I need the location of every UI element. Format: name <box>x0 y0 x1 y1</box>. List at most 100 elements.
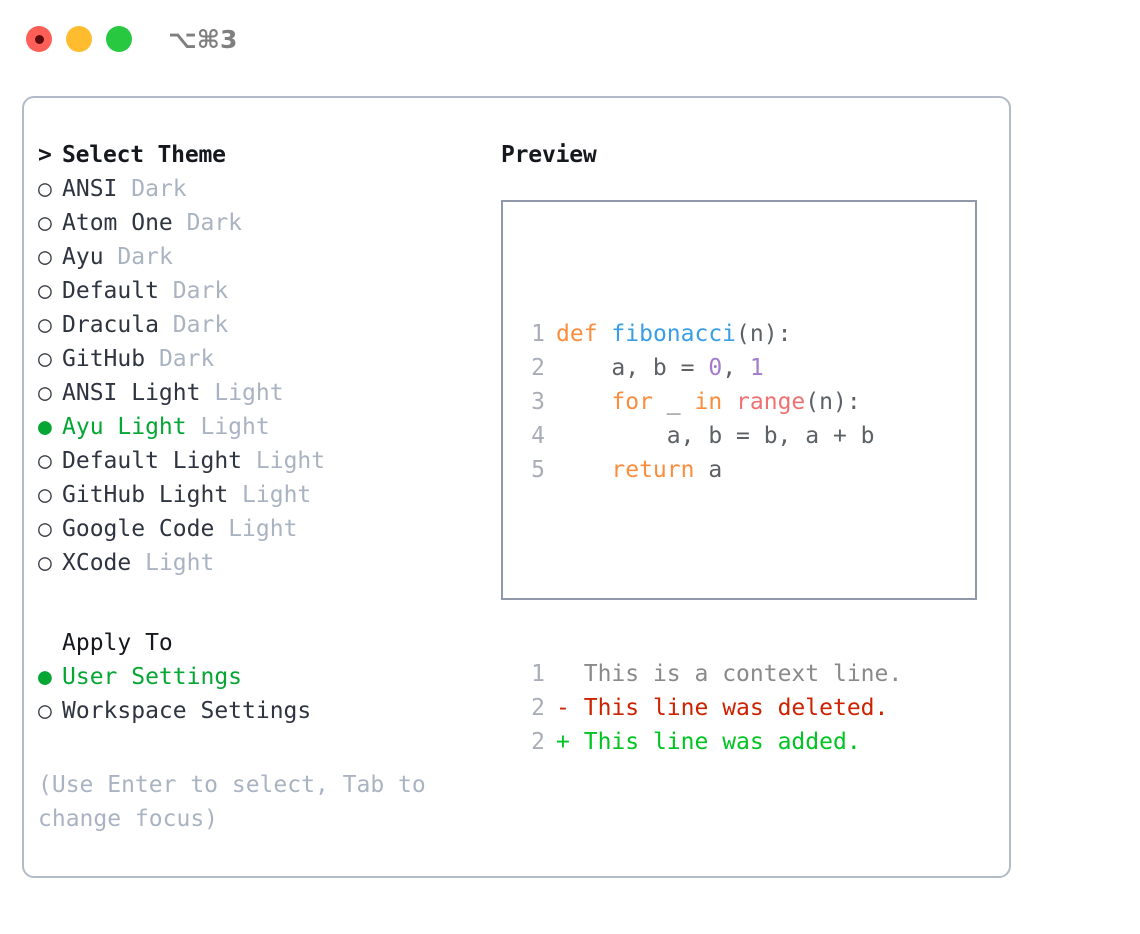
theme-variant-badge: Light <box>200 414 270 440</box>
theme-list-item[interactable]: ○ANSI Light Light <box>38 380 508 414</box>
spacer <box>145 346 159 372</box>
preview-heading: Preview <box>501 142 597 168</box>
theme-list-item[interactable]: ○GitHub Dark <box>38 346 508 380</box>
theme-list-item[interactable]: ○ Google Code Light <box>38 516 508 550</box>
theme-variant-badge: Light <box>214 380 284 406</box>
select-theme-heading: > Select Theme <box>38 142 508 176</box>
code-token: (n): <box>805 389 861 415</box>
title-bar: ⌥⌘3 <box>0 0 1140 78</box>
radio-selected-icon: ● <box>38 664 52 690</box>
theme-list: ○ANSI Dark○Atom One Dark○Ayu Dark○Defaul… <box>38 176 508 584</box>
spacer <box>570 729 584 755</box>
window-controls <box>26 26 132 52</box>
code-token: 1 <box>749 355 764 381</box>
diff-text: This line was added. <box>583 729 861 755</box>
diff-line: 1 This is a context line. <box>515 657 902 691</box>
spacer <box>159 278 173 304</box>
line-number: 5 <box>531 457 545 483</box>
spacer <box>131 550 145 576</box>
radio-unselected-icon: ○ <box>38 516 52 542</box>
apply-to-heading: Apply To <box>62 630 173 656</box>
theme-list-item[interactable]: ○ANSI Dark <box>38 176 508 210</box>
theme-variant-badge: Dark <box>172 312 229 338</box>
code-line-content: for _ in range(n): <box>556 385 861 419</box>
spacer <box>200 380 214 406</box>
theme-list-item[interactable]: ○Default Dark <box>38 278 508 312</box>
code-token <box>722 389 736 415</box>
theme-list-item[interactable]: ○Dracula Dark <box>38 312 508 346</box>
code-token: _ <box>652 389 695 415</box>
code-token: for <box>611 389 653 415</box>
theme-name-label: Dracula <box>62 312 159 338</box>
close-button[interactable] <box>26 26 52 52</box>
apply-to-item[interactable]: ○Workspace Settings <box>38 698 508 732</box>
theme-name-label: Default Light <box>62 448 243 474</box>
theme-name-label: XCode <box>62 550 132 576</box>
theme-name-label: Google Code <box>62 516 215 542</box>
diff-text: This is a context line. <box>583 661 903 687</box>
spacer <box>117 176 131 202</box>
settings-panel: >Select Theme ○ANSI Dark○Atom One Dark○A… <box>22 96 1011 878</box>
apply-to-label: User Settings <box>62 664 243 690</box>
diff-line: 2 - This line was deleted. <box>515 691 902 725</box>
theme-list-item[interactable]: ○XCode Light <box>38 550 508 584</box>
theme-list-item[interactable]: ○Atom One Dark <box>38 210 508 244</box>
theme-list-item[interactable]: ○Ayu Dark <box>38 244 508 278</box>
line-number: 2 <box>531 695 545 721</box>
theme-list-item[interactable]: ○Default Light Light <box>38 448 508 482</box>
theme-variant-badge: Light <box>255 448 326 474</box>
code-token: in <box>694 389 723 415</box>
code-line-content: a, b = b, a + b <box>556 419 875 453</box>
line-number: 2 <box>531 729 545 755</box>
theme-variant-badge: Dark <box>158 346 215 372</box>
spacer <box>187 414 201 440</box>
radio-unselected-icon: ○ <box>38 210 52 236</box>
diff-line-content: + This line was added. <box>556 725 861 759</box>
theme-list-item[interactable]: ○GitHub Light Light <box>38 482 508 516</box>
apply-to-item[interactable]: ● User Settings <box>38 664 508 698</box>
maximize-button[interactable] <box>106 26 132 52</box>
code-token: (n): <box>736 321 792 347</box>
diff-sign <box>556 661 570 687</box>
line-number: 2 <box>531 355 545 381</box>
spacer <box>242 448 256 474</box>
line-number: 3 <box>531 389 545 415</box>
diff-line-content: - This line was deleted. <box>556 691 888 725</box>
recording-indicator-icon <box>34 34 44 44</box>
spacer <box>570 661 584 687</box>
radio-unselected-icon: ○ <box>38 346 52 372</box>
minimize-button[interactable] <box>66 26 92 52</box>
spacer <box>104 244 118 270</box>
apply-to-label: Workspace Settings <box>62 698 312 724</box>
theme-name-label: GitHub Light <box>62 482 229 508</box>
diff-sign: - <box>556 695 570 721</box>
code-token: 0 <box>708 355 723 381</box>
prompt-caret-icon: > <box>38 142 52 168</box>
code-line-content: def fibonacci(n): <box>556 317 791 351</box>
diff-sign: + <box>556 729 570 755</box>
theme-list-item[interactable]: ● Ayu Light Light <box>38 414 508 448</box>
theme-variant-badge: Light <box>228 516 298 542</box>
theme-name-label: ANSI Light <box>62 380 201 406</box>
radio-selected-icon: ● <box>38 414 52 440</box>
blank-line <box>515 555 902 589</box>
theme-name-label: Default <box>62 278 159 304</box>
code-token: a, b = <box>556 355 709 381</box>
code-token <box>556 457 611 483</box>
select-theme-label: Select Theme <box>62 142 226 168</box>
code-line: 4 a, b = b, a + b <box>515 419 902 453</box>
code-line-content: a, b = 0, 1 <box>556 351 764 385</box>
theme-name-label: Ayu Light <box>62 414 187 440</box>
code-token: a <box>694 457 723 483</box>
radio-unselected-icon: ○ <box>38 482 52 508</box>
keyboard-shortcut-label: ⌥⌘3 <box>168 24 238 54</box>
code-token: a, b = b, a + b <box>556 423 875 449</box>
code-line: 2 a, b = 0, 1 <box>515 351 902 385</box>
spacer <box>173 210 187 236</box>
code-token: return <box>611 457 695 483</box>
theme-variant-badge: Dark <box>117 244 173 270</box>
theme-picker-column: >Select Theme ○ANSI Dark○Atom One Dark○A… <box>38 142 508 836</box>
code-token: , <box>722 355 750 381</box>
